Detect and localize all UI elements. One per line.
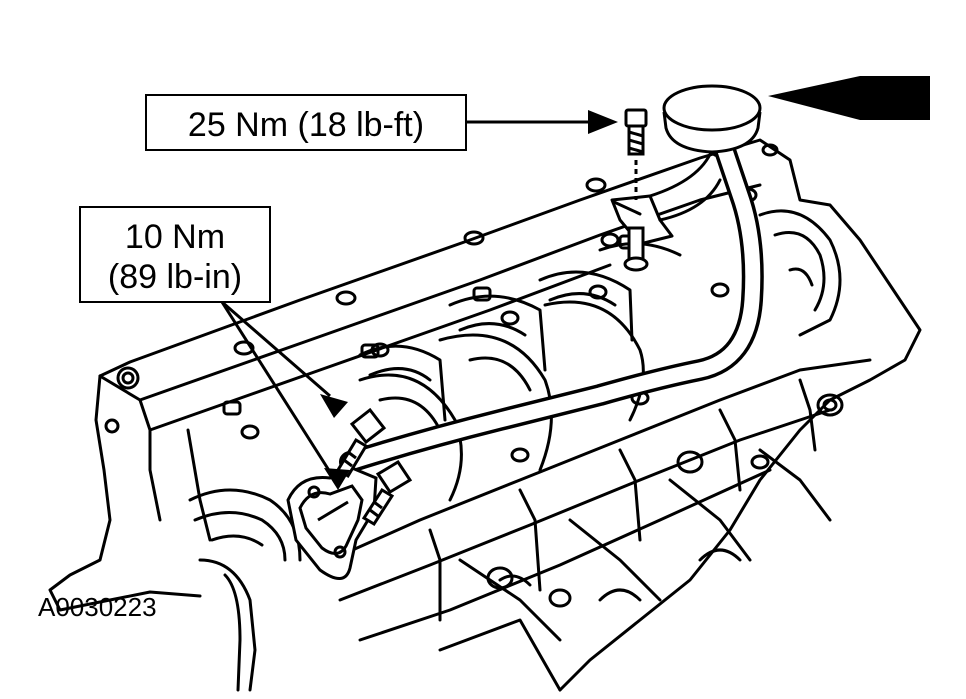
engine-block [48,138,922,692]
pickup-screen [662,84,762,154]
callout-lower: 10 Nm (89 lb-in) [79,206,271,303]
bracket-stud [623,226,649,272]
callout-upper: 25 Nm (18 lb-ft) [145,94,467,151]
leader-arrowheads [320,110,618,490]
flange-bolt-lower [361,459,413,527]
arrowhead-flange-bolt-upper [320,394,348,418]
callout-lower-line1: 10 Nm [125,218,225,256]
arrowhead-upper-bolt [588,110,618,134]
flange-bolt-upper [335,407,387,479]
oil-pickup-tube [339,101,764,473]
view-direction-arrow [768,76,930,120]
pickup-flange [286,466,378,580]
callout-upper-text: 25 Nm (18 lb-ft) [188,106,424,144]
callout-leaders [220,120,588,473]
arrowhead-flange-bolt-lower [324,468,350,490]
upper-bracket-bolt [624,108,648,200]
callout-lower-line2: (89 lb-in) [108,258,242,296]
figure-code: A0030223 [38,592,157,622]
